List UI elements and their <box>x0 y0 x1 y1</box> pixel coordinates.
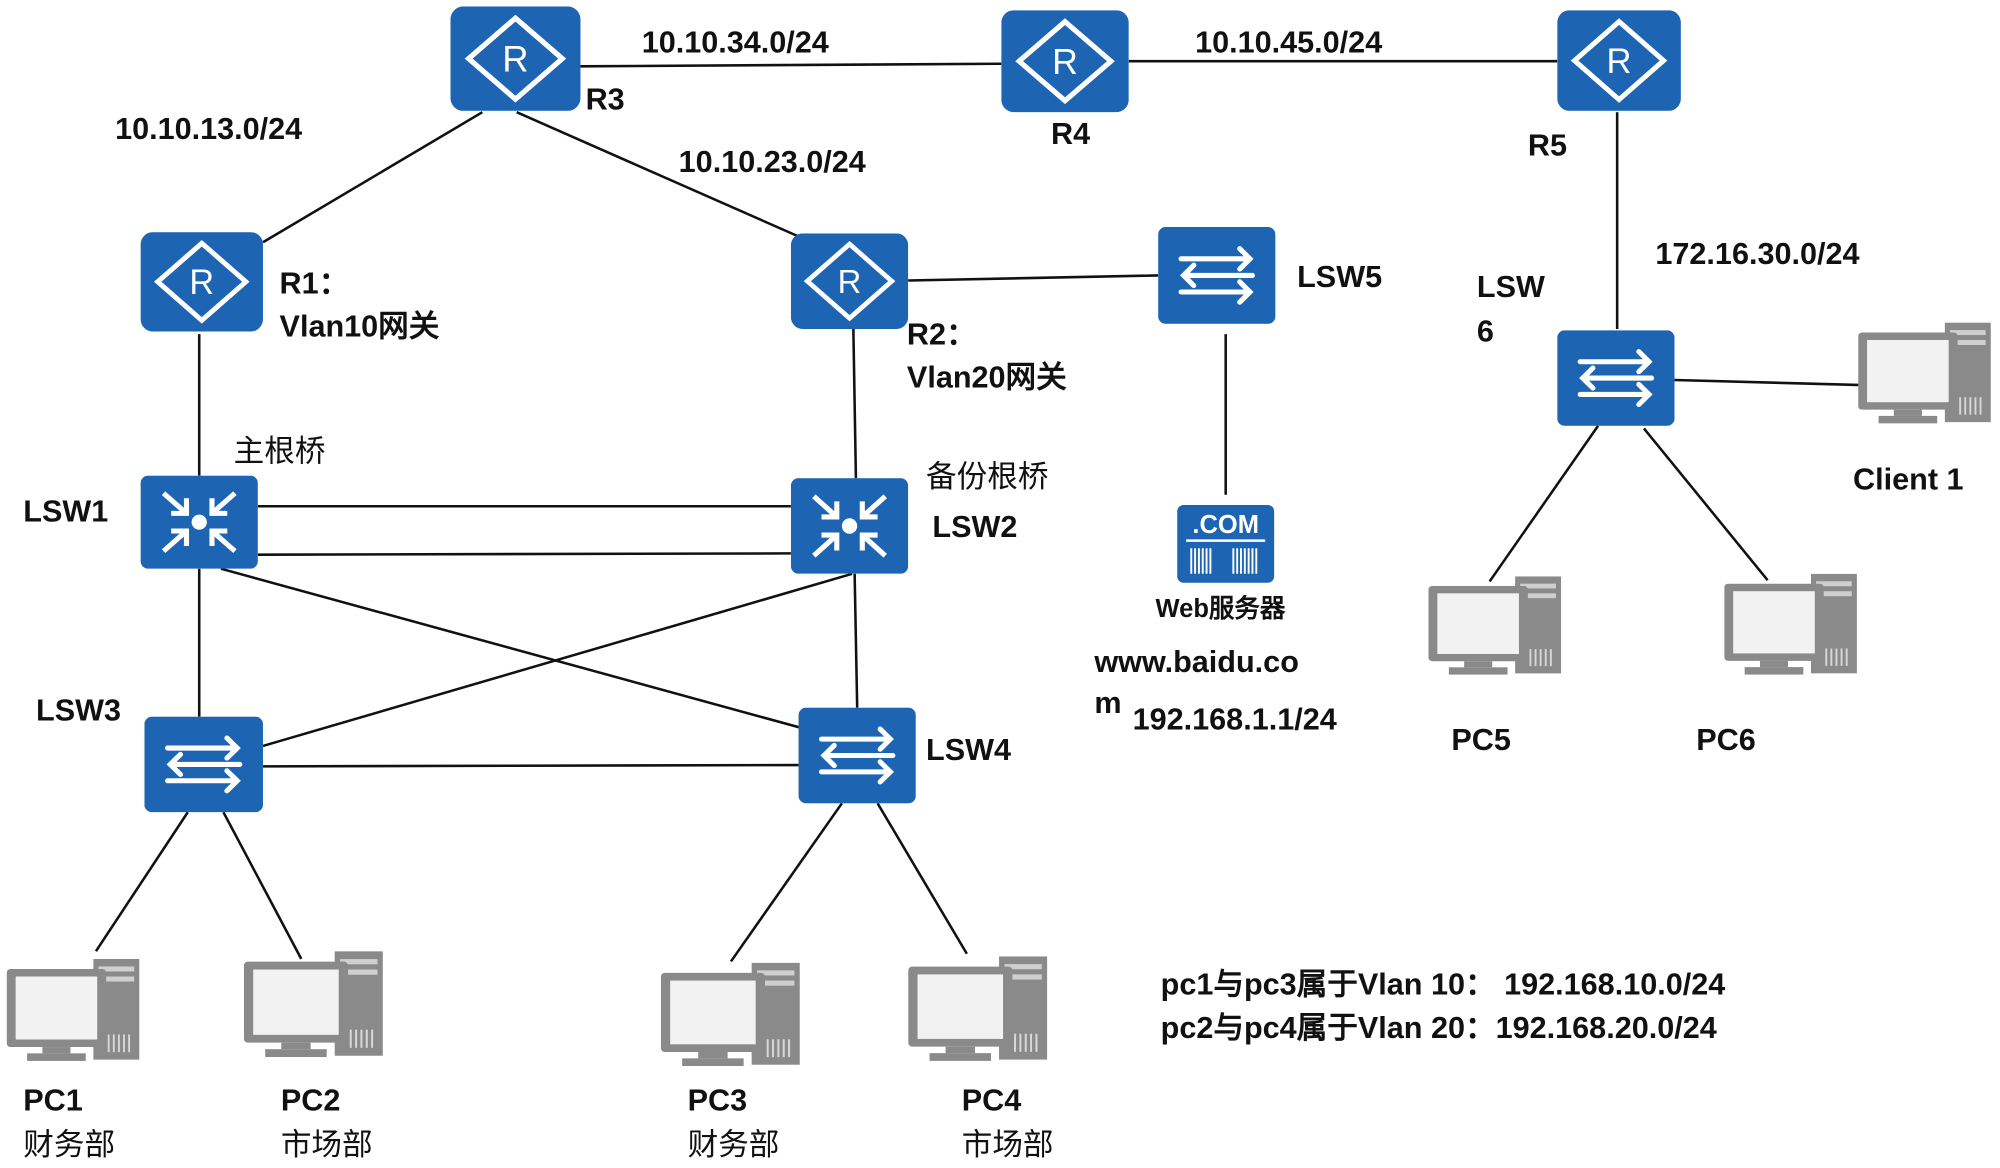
label-pc3: PC3 <box>688 1084 748 1118</box>
label-lsw2-role: 备份根桥 <box>926 460 1048 495</box>
label-pc1: PC1 <box>23 1084 83 1118</box>
label-lsw1-role: 主根桥 <box>234 435 326 470</box>
net-label-r2-r3: 10.10.23.0/24 <box>679 145 866 179</box>
link-lsw6-pc6 <box>1642 427 1769 581</box>
pc1-icon[interactable] <box>6 958 141 1062</box>
label-pc5: PC5 <box>1451 723 1511 757</box>
label-server-domain-2: m <box>1094 686 1121 720</box>
link-lsw4-pc4 <box>876 802 968 955</box>
switch-lsw3-icon[interactable] <box>144 717 263 813</box>
net-label-r1-r3: 10.10.13.0/24 <box>115 112 302 146</box>
link-lsw3-pc1 <box>94 811 189 952</box>
link-lsw1-lsw4 <box>220 567 812 732</box>
label-r4: R4 <box>1051 117 1090 151</box>
label-pc6: PC6 <box>1696 723 1756 757</box>
label-r2: R2： <box>907 317 977 351</box>
link-lsw2-lsw3 <box>262 572 853 748</box>
label-r1: R1： <box>280 266 350 300</box>
vlan-note-1: pc1与pc3属于Vlan 10： 192.168.10.0/24 <box>1161 968 1726 1002</box>
label-lsw6-line2: 6 <box>1477 315 1494 349</box>
label-lsw4: LSW4 <box>926 733 1011 767</box>
web-server-icon[interactable]: .COM <box>1177 504 1275 583</box>
links <box>94 59 1863 963</box>
router-r4-icon[interactable] <box>1001 10 1129 112</box>
label-pc4-dept: 市场部 <box>962 1128 1054 1163</box>
router-r3-icon[interactable] <box>450 6 580 111</box>
label-server: Web服务器 <box>1156 595 1286 623</box>
pc3-icon[interactable] <box>660 962 801 1067</box>
label-r5: R5 <box>1528 129 1567 163</box>
label-pc2-dept: 市场部 <box>281 1128 373 1163</box>
label-server-domain-1: www.baidu.co <box>1093 645 1299 679</box>
label-lsw3: LSW3 <box>36 693 121 727</box>
core-switch-lsw1-icon[interactable] <box>141 476 258 569</box>
pc5-icon[interactable] <box>1428 576 1563 676</box>
label-pc2: PC2 <box>281 1084 341 1118</box>
label-lsw6-line1: LSW <box>1477 270 1545 304</box>
net-label-r4-r5: 10.10.45.0/24 <box>1195 25 1382 59</box>
server-icon-text: .COM <box>1192 511 1259 539</box>
switch-lsw6-icon[interactable] <box>1557 330 1674 426</box>
label-r3: R3 <box>586 83 625 117</box>
label-lsw1: LSW1 <box>23 495 108 529</box>
switch-lsw4-icon[interactable] <box>799 708 916 804</box>
pc6-icon[interactable] <box>1724 573 1858 676</box>
link-lsw3-pc2 <box>222 811 303 960</box>
link-r3-r2 <box>516 111 798 238</box>
link-lsw4-pc3 <box>729 802 843 963</box>
net-label-r5-lsw6: 172.16.30.0/24 <box>1655 237 1859 271</box>
link-lsw6-pc5 <box>1488 425 1600 583</box>
router-r2-icon[interactable] <box>791 233 908 329</box>
label-lsw2: LSW2 <box>932 510 1017 544</box>
link-r2-lsw2 <box>852 328 858 479</box>
label-pc3-dept: 财务部 <box>688 1128 780 1163</box>
label-pc1-dept: 财务部 <box>23 1128 115 1163</box>
label-server-ip: 192.168.1.1/24 <box>1133 702 1337 736</box>
router-r5-icon[interactable] <box>1557 10 1681 111</box>
link-lsw6-client1 <box>1674 378 1863 387</box>
link-lsw2-lsw4 <box>853 573 859 708</box>
label-r1-role: Vlan10网关 <box>280 310 440 344</box>
core-switch-lsw2-icon[interactable] <box>791 478 908 574</box>
link-lsw1-lsw2-b <box>257 552 791 556</box>
link-r2-lsw5 <box>908 274 1159 282</box>
label-lsw5: LSW5 <box>1297 260 1382 294</box>
pc2-icon[interactable] <box>243 951 384 1059</box>
link-r3-r4 <box>580 62 1002 68</box>
client1-icon[interactable] <box>1858 322 1992 425</box>
router-r1-icon[interactable] <box>141 232 263 331</box>
net-label-r3-r4: 10.10.34.0/24 <box>642 25 829 59</box>
label-client1: Client 1 <box>1853 463 1964 497</box>
pc4-icon[interactable] <box>908 956 1049 1062</box>
label-pc4: PC4 <box>962 1084 1022 1118</box>
vlan-note-2: pc2与pc4属于Vlan 20：192.168.20.0/24 <box>1161 1011 1717 1045</box>
link-r3-r1 <box>262 111 483 244</box>
link-lsw3-lsw4 <box>262 763 799 768</box>
switch-lsw5-icon[interactable] <box>1158 227 1275 324</box>
label-r2-role: Vlan20网关 <box>907 361 1067 395</box>
